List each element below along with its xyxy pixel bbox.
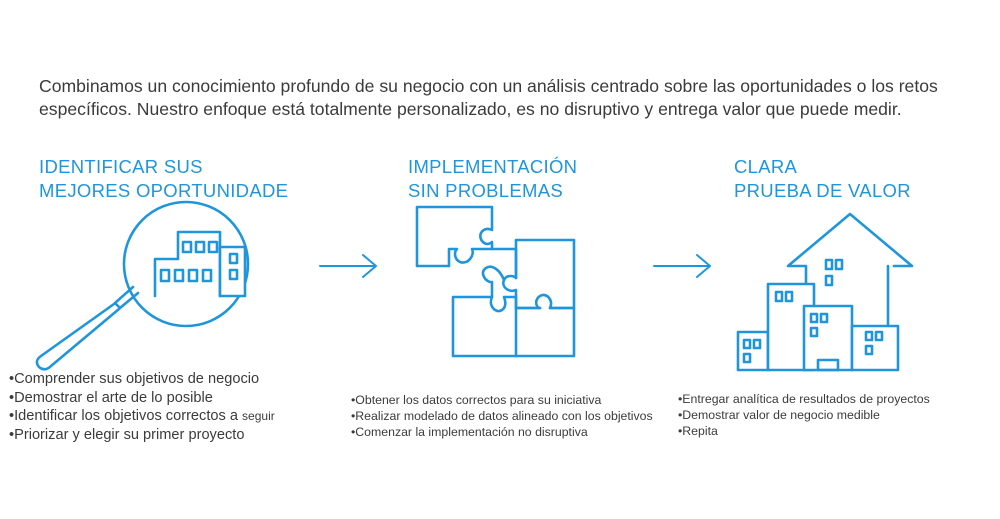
step2-bullet-2: •Realizar modelado de datos alineado con… xyxy=(351,409,653,423)
step1-bullet-2: •Demostrar el arte de lo posible xyxy=(9,389,213,406)
step3-title-line2: PRUEBA DE VALOR xyxy=(734,179,911,201)
step3-bullet-list: •Entregar analítica de resultados de pro… xyxy=(678,391,930,439)
step3-bullet-3: •Repita xyxy=(678,424,718,438)
growth-buildings-icon xyxy=(736,212,914,372)
magnifier-buildings-icon xyxy=(35,200,250,371)
step3-title: CLARA PRUEBA DE VALOR xyxy=(734,155,911,202)
step2-title-line2: SIN PROBLEMAS xyxy=(408,179,564,201)
step1-bullet-3-text: •Identificar los objetivos correctos a xyxy=(9,408,238,424)
step1-bullet-4: •Priorizar y elegir su primer proyecto xyxy=(9,426,245,443)
step1-title-line1: IDENTIFICAR SUS xyxy=(39,156,203,177)
step1-bullet-list: •Comprender sus objetivos de negocio •De… xyxy=(9,370,275,444)
intro-text: Combinamos un conocimiento profundo de s… xyxy=(39,76,938,119)
step1-bullet-3: •Identificar los objetivos correctos a s… xyxy=(9,407,275,426)
arrow-right-icon xyxy=(653,254,711,278)
step2-title: IMPLEMENTACIÓN SIN PROBLEMAS xyxy=(408,155,577,202)
step1-bullet-1: •Comprender sus objetivos de negocio xyxy=(9,371,260,387)
step2-bullet-3: •Comenzar la implementación no disruptiv… xyxy=(351,425,588,439)
step2-title-line1: IMPLEMENTACIÓN xyxy=(408,156,578,177)
step1-title: IDENTIFICAR SUS MEJORES OPORTUNIDADE xyxy=(39,155,288,202)
step2-bullet-1: •Obtener los datos correctos para su ini… xyxy=(351,393,602,407)
step1-bullet-3-suffix: seguir xyxy=(242,409,275,423)
step2-bullet-list: •Obtener los datos correctos para su ini… xyxy=(351,392,653,440)
puzzle-icon xyxy=(415,205,576,358)
step1-title-line2: MEJORES OPORTUNIDADE xyxy=(39,179,289,201)
step3-bullet-2: •Demostrar valor de negocio medible xyxy=(678,408,880,422)
step3-title-line1: CLARA xyxy=(734,156,798,177)
arrow-right-icon xyxy=(319,254,377,278)
step3-bullet-1: •Entregar analítica de resultados de pro… xyxy=(678,392,930,406)
